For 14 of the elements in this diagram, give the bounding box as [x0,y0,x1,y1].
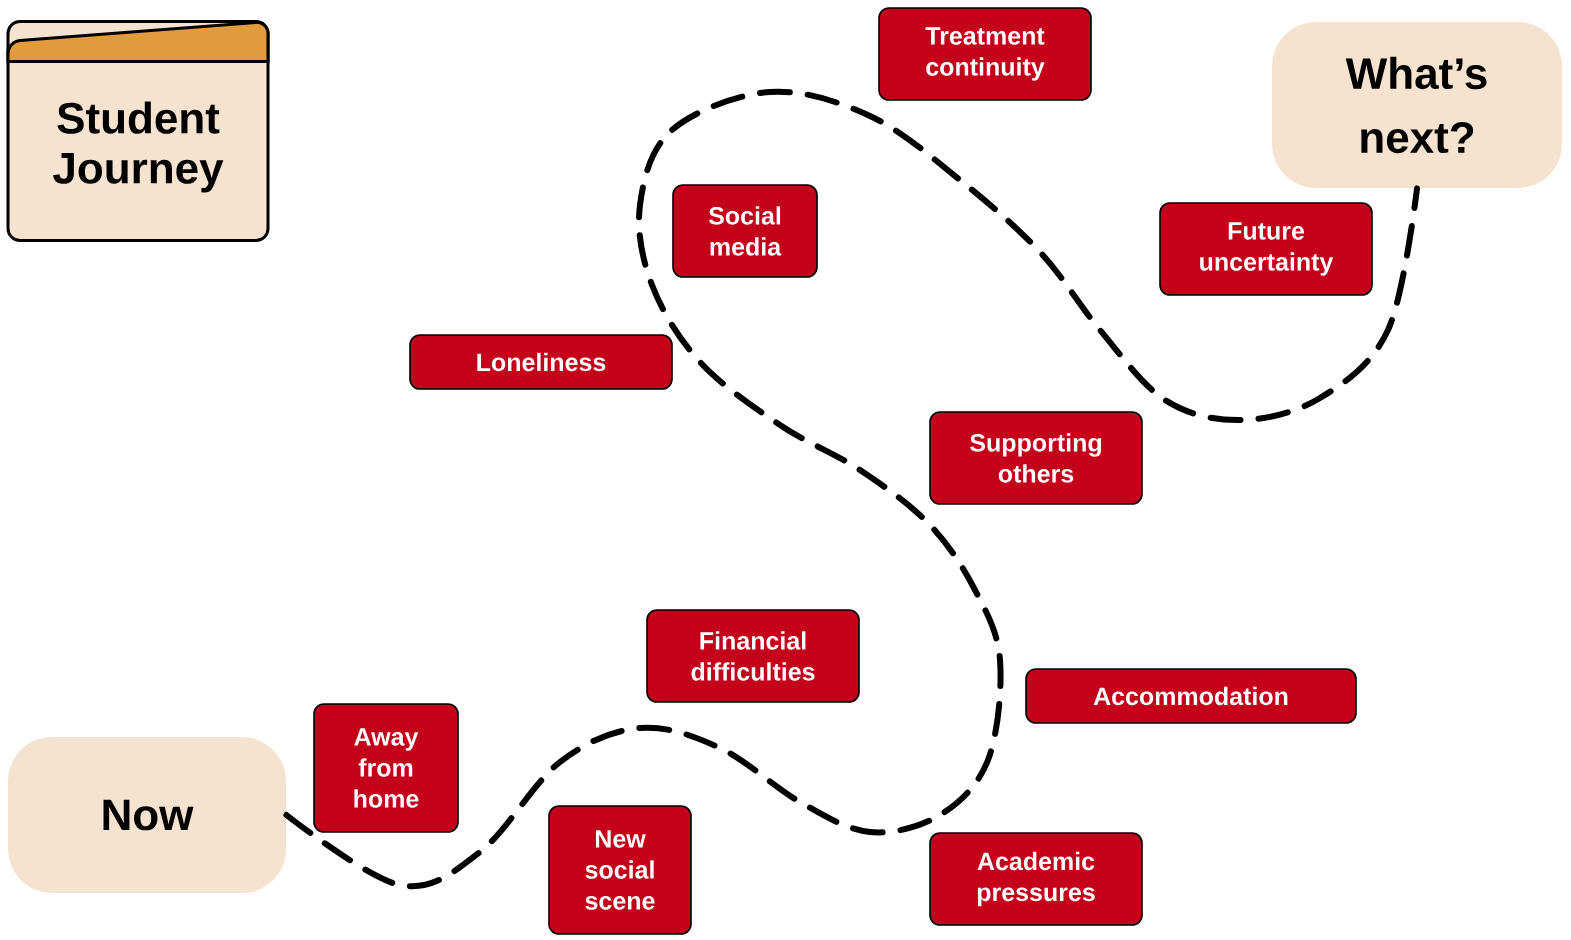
topic-box: New social scene [548,805,692,935]
topic-box: Future uncertainty [1159,202,1373,296]
speech-blob: What’s next? [1272,22,1562,188]
topic-box: Academic pressures [929,832,1143,926]
topic-box: Loneliness [409,334,673,390]
topic-box: Treatment continuity [878,7,1092,101]
topic-box: Away from home [313,703,459,833]
topic-box: Financial difficulties [646,609,860,703]
dashed-path [283,88,1420,890]
title-card: Student Journey [6,20,270,242]
topic-box: Accommodation [1025,668,1357,724]
topic-box: Supporting others [929,411,1143,505]
speech-blob: Now [8,737,286,893]
topic-box: Social media [672,184,818,278]
